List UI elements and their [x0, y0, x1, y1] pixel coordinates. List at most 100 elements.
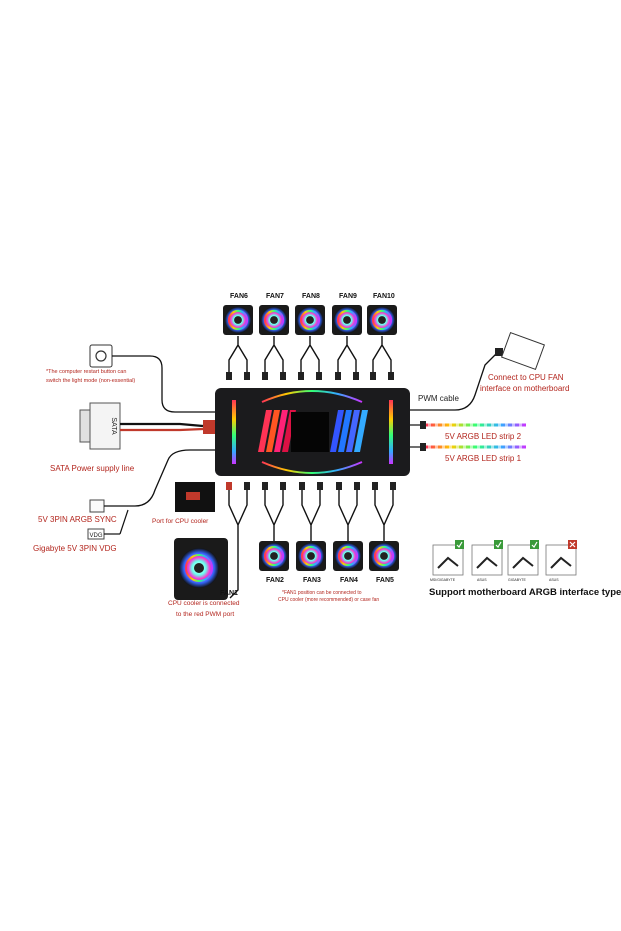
connector-argb: [280, 372, 286, 380]
fan-cable: [264, 490, 284, 541]
interface-caption-2: ASUS: [477, 578, 487, 582]
fan-cable: [338, 490, 358, 541]
hub-light-bar: [266, 410, 280, 452]
fan-ring-light: [227, 309, 249, 331]
sata-plug-body: [89, 402, 121, 450]
connector-pwm: [336, 482, 342, 490]
strip-led: [449, 423, 452, 427]
interface-connector: [512, 556, 534, 569]
hub-light-bar: [354, 410, 368, 452]
interface-type-3: [507, 540, 539, 576]
sata-label: SATA Power supply line: [50, 464, 135, 473]
argb-sync-label: 5V 3PIN ARGB SYNC: [38, 515, 117, 524]
vdg-plug-label: VDG: [89, 533, 102, 539]
strip-connector: [420, 443, 426, 451]
strip-body: [426, 445, 526, 449]
led-strip-1-label: 5V ARGB LED strip 1: [445, 454, 522, 463]
strip-body: [426, 423, 526, 427]
cpu-cooler-hub: [194, 563, 204, 573]
connector-argb: [354, 482, 360, 490]
led-strip-2-label: 5V ARGB LED strip 2: [445, 432, 522, 441]
strip-led: [477, 445, 480, 449]
cpu-cooler-ring: [185, 554, 213, 582]
fan-bottom-2: [296, 541, 326, 571]
fan-hub-center: [378, 316, 386, 324]
strip-led: [470, 423, 473, 427]
fan-top-4: [332, 305, 362, 335]
strip-led: [498, 423, 501, 427]
fan-bottom-1: [259, 541, 289, 571]
hub-arc-bottom: [261, 461, 363, 474]
connector-pwm: [299, 482, 305, 490]
strip-led: [435, 445, 438, 449]
strip-led: [484, 423, 487, 427]
interface-box: [507, 544, 539, 576]
hub-light-bar: [346, 410, 360, 452]
connector-pwm: [335, 372, 341, 380]
strip-led: [456, 445, 459, 449]
fan1-lead: [229, 540, 239, 599]
restart-note-line1: *The computer restart button can: [46, 369, 127, 375]
hub-light-bar: [338, 410, 352, 452]
fan-ring-light: [373, 545, 395, 567]
interface-connector: [437, 556, 459, 569]
fan-ring-light: [263, 309, 285, 331]
fan-cable: [374, 490, 394, 541]
sata-cable-black: [120, 422, 204, 428]
cpu-port-red: [186, 492, 200, 500]
strip-led: [505, 445, 508, 449]
hub-center-panel: [291, 412, 329, 452]
cpu-cooler-note-line2: to the red PWM port: [176, 611, 235, 618]
fan1-note-line1: *FAN1 position can be connected to: [282, 590, 362, 596]
fan-ring-light: [336, 309, 358, 331]
interface-box: [471, 544, 503, 576]
fan-label-fan5: FAN5: [376, 577, 394, 584]
fan-cable: [300, 336, 320, 372]
interface-box: [545, 544, 577, 576]
sata-plug-tab: [79, 409, 91, 443]
check-icon: [455, 540, 464, 549]
strip-led: [512, 445, 515, 449]
support-title: Support motherboard ARGB interface type: [429, 587, 621, 598]
connector-pwm: [298, 372, 304, 380]
strip-led: [463, 423, 466, 427]
strip-led: [491, 445, 494, 449]
fan-label-fan3: FAN3: [303, 577, 321, 584]
strip-led: [505, 423, 508, 427]
connect-cpu-fan-line1: Connect to CPU FAN: [488, 373, 564, 382]
fan-ring-light: [263, 545, 285, 567]
fan-hub-center: [307, 552, 315, 560]
hub-light-bar: [258, 410, 272, 452]
led-strip-2: [410, 421, 526, 429]
restart-note-line2: switch the light mode (non-essential): [46, 378, 136, 384]
argb-sync-plug: [89, 499, 105, 513]
connector-pwm: [372, 482, 378, 490]
fan-top-3: [295, 305, 325, 335]
port-cpu-cooler-label: Port for CPU cooler: [152, 518, 209, 525]
strip-led: [484, 445, 487, 449]
interface-box: [432, 544, 464, 576]
fan-cable: [264, 336, 284, 372]
strip-led: [442, 445, 445, 449]
strip-led: [477, 423, 480, 427]
hub-sata-port: [203, 420, 215, 434]
interface-connector: [476, 556, 498, 569]
interface-caption-4: ASUS: [549, 578, 559, 582]
strip-led: [463, 445, 466, 449]
power-symbol-icon: [95, 350, 107, 362]
cross-mark: [569, 541, 576, 548]
connector-pwm: [226, 372, 232, 380]
connector-argb: [316, 372, 322, 380]
fan-hub-center: [234, 316, 242, 324]
connector-pwm-red: [226, 482, 232, 490]
fan-label-fan1: FAN1: [220, 590, 238, 597]
interface-type-2: [471, 540, 503, 576]
strip-led: [498, 445, 501, 449]
strip-connector: [420, 421, 426, 429]
interface-connector: [550, 556, 572, 569]
fan-top-1: [223, 305, 253, 335]
fan-hub-center: [344, 552, 352, 560]
cpu-cooler: [174, 538, 228, 600]
gigabyte-vdg-label: Gigabyte 5V 3PIN VDG: [33, 544, 117, 553]
